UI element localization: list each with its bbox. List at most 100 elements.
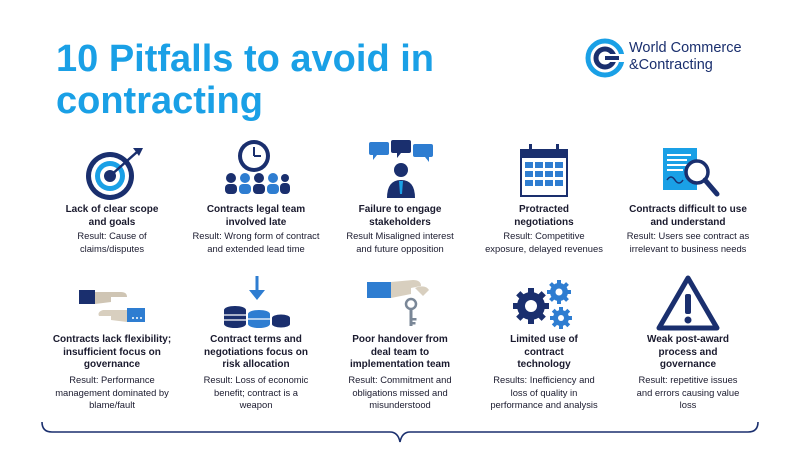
warning-icon: [656, 275, 720, 331]
pitfall-title: Contracts legal team involved late: [184, 204, 328, 229]
title-line: governance: [83, 359, 141, 370]
result-line: loss: [679, 399, 697, 410]
result-line: misunderstood: [369, 399, 431, 410]
result-line: Result Misaligned interest: [346, 230, 454, 241]
pitfall-title: Protracted negotiations: [472, 204, 616, 229]
stakeholder-chat-icon: [369, 140, 433, 198]
clock-team-icon: [225, 140, 290, 194]
pitfall-card-2: Contracts legal team involved late Resul…: [184, 138, 328, 263]
result-line: benefit; contract is a: [214, 386, 298, 398]
pitfall-result: Results: Inefficiency and loss of qualit…: [472, 374, 616, 412]
title-line: implementation team: [349, 359, 451, 370]
page-title: 10 Pitfalls to avoid in contracting: [56, 38, 526, 122]
pitfall-result: Result: Performance management dominated…: [40, 374, 184, 412]
title-line: contract: [524, 346, 564, 358]
pitfall-result: Result: repetitive issues and errors cau…: [616, 374, 760, 412]
title-line: deal team to: [370, 346, 430, 358]
pitfall-result: Result: Cause of claims/disputes: [40, 230, 184, 255]
result-line: performance and analysis: [490, 399, 598, 410]
title-line: Contract terms and: [210, 334, 302, 345]
pitfall-result: Result: Competitive exposure, delayed re…: [472, 230, 616, 255]
bottom-brace: [41, 421, 759, 443]
title-line: Failure to engage: [358, 204, 442, 215]
result-line: management dominated by: [55, 386, 169, 398]
pitfall-title: Contracts lack flexibility; insufficient…: [40, 334, 184, 372]
pitfall-card-8: Poor handover from deal team to implemen…: [328, 274, 472, 424]
result-line: obligations missed and: [352, 386, 448, 398]
pitfall-card-9: Limited use of contract technology Resul…: [472, 274, 616, 424]
result-line: loss of quality in: [510, 386, 578, 398]
result-line: Results: Inefficiency and: [493, 374, 595, 385]
page-title-line1: 10 Pitfalls to avoid in: [56, 38, 434, 80]
pitfall-result: Result: Commitment and obligations misse…: [328, 374, 472, 412]
title-line: negotiations: [514, 216, 574, 228]
pitfall-card-10: Weak post-award process and governance R…: [616, 274, 760, 424]
title-line: Limited use of: [510, 334, 578, 345]
calendar-icon: [520, 144, 568, 197]
pitfall-card-3: Failure to engage stakeholders Result Mi…: [328, 138, 472, 263]
page-title-line2: contracting: [56, 80, 263, 122]
result-line: blame/fault: [89, 399, 135, 410]
result-line: and future opposition: [356, 242, 444, 254]
result-line: and errors causing value: [636, 386, 740, 398]
key-handover-icon: [367, 280, 429, 326]
title-line: Contracts lack flexibility;: [52, 334, 172, 345]
pitfall-result: Result: Users see contract as irrelevant…: [616, 230, 760, 255]
pitfall-title: Limited use of contract technology: [472, 334, 616, 372]
result-line: Result: Performance: [69, 374, 155, 385]
result-line: Result: Cause of: [77, 230, 147, 241]
pitfall-card-6: Contracts lack flexibility; insufficient…: [40, 274, 184, 424]
title-line: stakeholders: [369, 216, 431, 228]
title-line: risk allocation: [222, 359, 290, 370]
result-line: Result: Wrong form of contract: [192, 230, 320, 241]
pitfalls-grid: Lack of clear scope and goals Result: Ca…: [40, 138, 760, 423]
logo-line1: World Commerce: [629, 40, 742, 56]
title-line: technology: [517, 359, 571, 370]
logo-text: World Commerce &Contracting: [629, 40, 742, 74]
result-line: Result: Loss of economic: [203, 374, 309, 385]
result-line: Result: Commitment and: [348, 374, 452, 385]
coin-stack-icon: [224, 276, 290, 328]
logo-mark-icon: [585, 38, 625, 78]
title-line: involved late: [225, 216, 287, 228]
title-line: Contracts legal team: [206, 204, 306, 215]
pitfall-title: Contracts difficult to use and understan…: [616, 204, 760, 229]
pitfall-card-7: Contract terms and negotiations focus on…: [184, 274, 328, 424]
result-line: Result: Competitive: [503, 230, 585, 241]
result-line: Result: repetitive issues: [638, 374, 738, 385]
result-line: and extended lead time: [207, 242, 305, 254]
world-commerce-logo: World Commerce &Contracting: [585, 36, 785, 80]
pitfall-card-1: Lack of clear scope and goals Result: Ca…: [40, 138, 184, 263]
result-line: irrelevant to business needs: [629, 242, 747, 254]
pitfall-title: Failure to engage stakeholders: [328, 204, 472, 229]
title-line: and understand: [650, 216, 726, 228]
result-line: claims/disputes: [79, 242, 145, 254]
handshake-icon: [79, 290, 145, 322]
title-line: and goals: [88, 216, 136, 228]
title-line: Weak post-award: [646, 334, 730, 345]
title-line: governance: [659, 359, 717, 370]
pitfall-result: Result: Loss of economic benefit; contra…: [184, 374, 328, 412]
logo-line2: &Contracting: [629, 57, 713, 73]
pitfall-title: Lack of clear scope and goals: [40, 204, 184, 229]
gears-icon: [513, 280, 572, 329]
title-line: Poor handover from: [352, 334, 448, 345]
target-icon: [86, 148, 143, 200]
title-line: negotiations focus on: [204, 346, 308, 358]
title-line: process and: [658, 346, 718, 358]
title-line: insufficient focus on: [63, 346, 161, 358]
title-line: Contracts difficult to use: [629, 204, 747, 215]
pitfall-title: Poor handover from deal team to implemen…: [328, 334, 472, 372]
pitfall-result: Result Misaligned interest and future op…: [328, 230, 472, 255]
pitfall-result: Result: Wrong form of contract and exten…: [184, 230, 328, 255]
pitfall-card-5: Contracts difficult to use and understan…: [616, 138, 760, 263]
result-line: Result: Users see contract as: [626, 230, 750, 241]
pitfall-title: Contract terms and negotiations focus on…: [184, 334, 328, 372]
pitfall-title: Weak post-award process and governance: [616, 334, 760, 372]
result-line: exposure, delayed revenues: [485, 242, 603, 254]
title-line: Lack of clear scope: [65, 204, 159, 215]
title-line: Protracted: [518, 204, 569, 215]
document-magnifier-icon: [663, 148, 720, 197]
pitfall-card-4: Protracted negotiations Result: Competit…: [472, 138, 616, 263]
result-line: weapon: [239, 399, 273, 410]
